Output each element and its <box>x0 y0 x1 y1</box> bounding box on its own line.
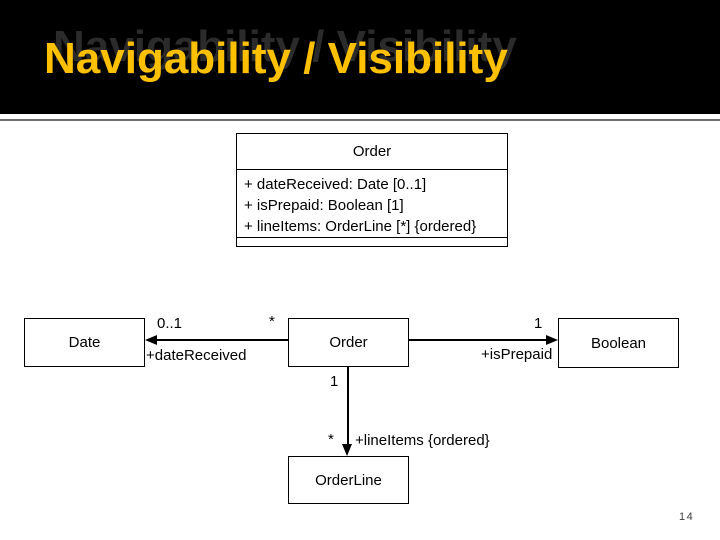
header-band: Navigability / Visibility <box>0 0 720 114</box>
multiplicity-label-order-bottom: 1 <box>330 373 339 390</box>
class-node-order-label: Order <box>329 334 368 351</box>
class-node-orderline: OrderLine <box>288 456 409 504</box>
role-label-isPrepaid: +isPrepaid <box>481 346 553 363</box>
multiplicity-label-order-source: * <box>269 313 275 330</box>
class-node-date: Date <box>24 318 145 367</box>
class-node-boolean-label: Boolean <box>590 334 647 352</box>
class-node-orderline-label: OrderLine <box>315 471 382 489</box>
uml-class-order-operations-empty <box>237 238 507 246</box>
multiplicity-label-boolean: 1 <box>534 315 543 332</box>
attribute-dateReceived: + dateReceived: Date [0..1] <box>244 176 427 193</box>
slide-title: Navigability / Visibility <box>44 34 508 83</box>
multiplicity-label-date: 0..1 <box>157 315 183 332</box>
navigability-arrowhead-right-icon <box>546 335 558 345</box>
association-line-order-boolean <box>409 339 546 341</box>
uml-class-order: Order + dateReceived: Date [0..1] + isPr… <box>236 133 508 247</box>
role-label-lineItems: +lineItems {ordered} <box>355 432 490 449</box>
class-node-date-label: Date <box>68 334 101 351</box>
class-node-order: Order <box>288 318 409 367</box>
class-node-boolean: Boolean <box>558 318 679 368</box>
association-line-order-orderline <box>347 367 349 445</box>
navigability-arrowhead-left-icon <box>145 335 157 345</box>
uml-class-order-attributes: + dateReceived: Date [0..1] + isPrepaid:… <box>237 170 507 238</box>
uml-class-order-name: Order <box>237 134 507 170</box>
multiplicity-label-orderline: * <box>328 431 334 448</box>
page-number: 14 <box>679 511 695 523</box>
attribute-isPrepaid: + isPrepaid: Boolean [1] <box>244 197 404 214</box>
role-label-dateReceived: +dateReceived <box>146 347 247 364</box>
header-separator-line <box>0 119 720 121</box>
attribute-lineItems: + lineItems: OrderLine [*] {ordered} <box>244 218 477 235</box>
association-line-order-date <box>155 339 288 341</box>
navigability-arrowhead-down-icon <box>342 444 352 456</box>
